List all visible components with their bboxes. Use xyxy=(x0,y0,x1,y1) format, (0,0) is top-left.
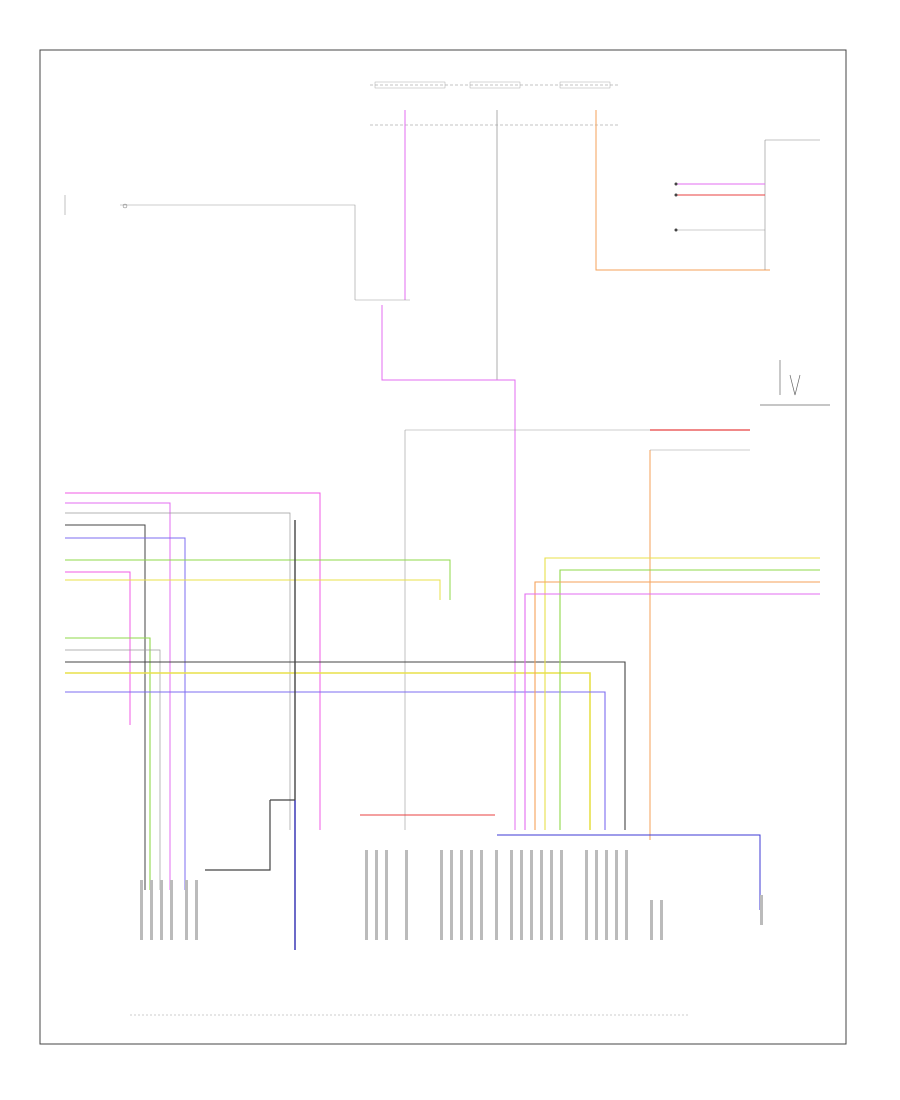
left-harness xyxy=(65,492,451,890)
diagram-border xyxy=(39,49,847,1045)
connector-pins xyxy=(140,850,763,940)
junction-upper xyxy=(355,299,516,830)
blue-wire xyxy=(497,834,761,910)
right-harness xyxy=(524,557,820,830)
left-harness-lower xyxy=(65,637,626,890)
fuse-feeds xyxy=(404,110,770,380)
upper-left-component xyxy=(64,195,356,300)
fuse-bus xyxy=(370,81,620,126)
central-harness xyxy=(205,520,296,950)
right-module xyxy=(674,139,820,270)
battery-feed xyxy=(404,429,750,840)
ground-symbol xyxy=(760,360,830,406)
